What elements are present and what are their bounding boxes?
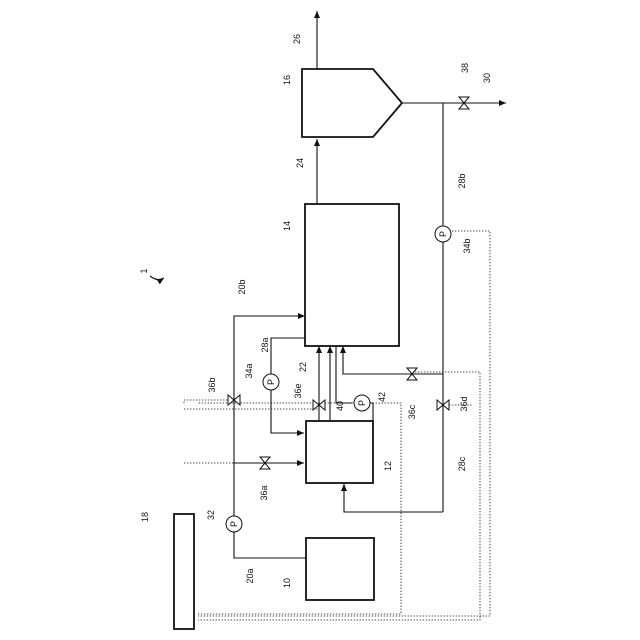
unit-16-vessel — [302, 69, 402, 137]
stream-30-label: 30 — [482, 73, 492, 83]
stream-28c-label: 28c — [457, 456, 467, 471]
unit-14-label: 14 — [282, 221, 292, 231]
valve-36a-label: 36a — [259, 485, 269, 500]
pump-32-symbol: P — [229, 521, 239, 527]
stream-28b-label: 28b — [457, 173, 467, 188]
unit-14-box — [305, 204, 399, 346]
valve-36b-label: 36b — [207, 377, 217, 392]
pump-42: P — [354, 395, 370, 411]
pump-34a: P — [263, 374, 279, 390]
line-36c-branch — [343, 346, 443, 374]
line-28c — [344, 484, 443, 512]
pump-34a-label: 34a — [244, 363, 254, 378]
unit-12-box — [306, 421, 373, 483]
stream-28a-label: 28a — [260, 337, 270, 352]
pump-34a-symbol: P — [266, 379, 276, 385]
figure-ref-label: 1 — [139, 268, 149, 273]
units — [174, 69, 402, 629]
line-20a — [234, 532, 306, 558]
valve-38-label: 38 — [460, 63, 470, 73]
stream-24-label: 24 — [295, 158, 305, 168]
pump-34b: P — [435, 226, 451, 242]
pump-32-label: 32 — [206, 510, 216, 520]
signal-36b — [184, 400, 234, 403]
valve-36c-label: 36c — [407, 404, 417, 419]
stream-20a-label: 20a — [245, 568, 255, 583]
unit-10-label: 10 — [282, 578, 292, 588]
stream-22-label: 22 — [298, 362, 308, 372]
valve-36e-label: 36e — [293, 383, 303, 398]
valve-36d-label: 36d — [459, 396, 469, 411]
figure-ref-leader — [150, 276, 164, 280]
unit-16-label: 16 — [282, 75, 292, 85]
stream-26-label: 26 — [292, 34, 302, 44]
stream-40-label: 40 — [335, 401, 345, 411]
unit-10-box — [306, 538, 374, 600]
stream-20b-label: 20b — [237, 279, 247, 294]
pump-42-label: 42 — [377, 392, 387, 402]
pump-34b-label: 34b — [462, 238, 472, 253]
unit-18-box — [174, 514, 194, 629]
pump-32: P — [226, 516, 242, 532]
pump-42-symbol: P — [357, 400, 367, 406]
pump-34b-symbol: P — [438, 231, 448, 237]
unit-12-label: 12 — [383, 461, 393, 471]
unit-18-label: 18 — [140, 512, 150, 522]
